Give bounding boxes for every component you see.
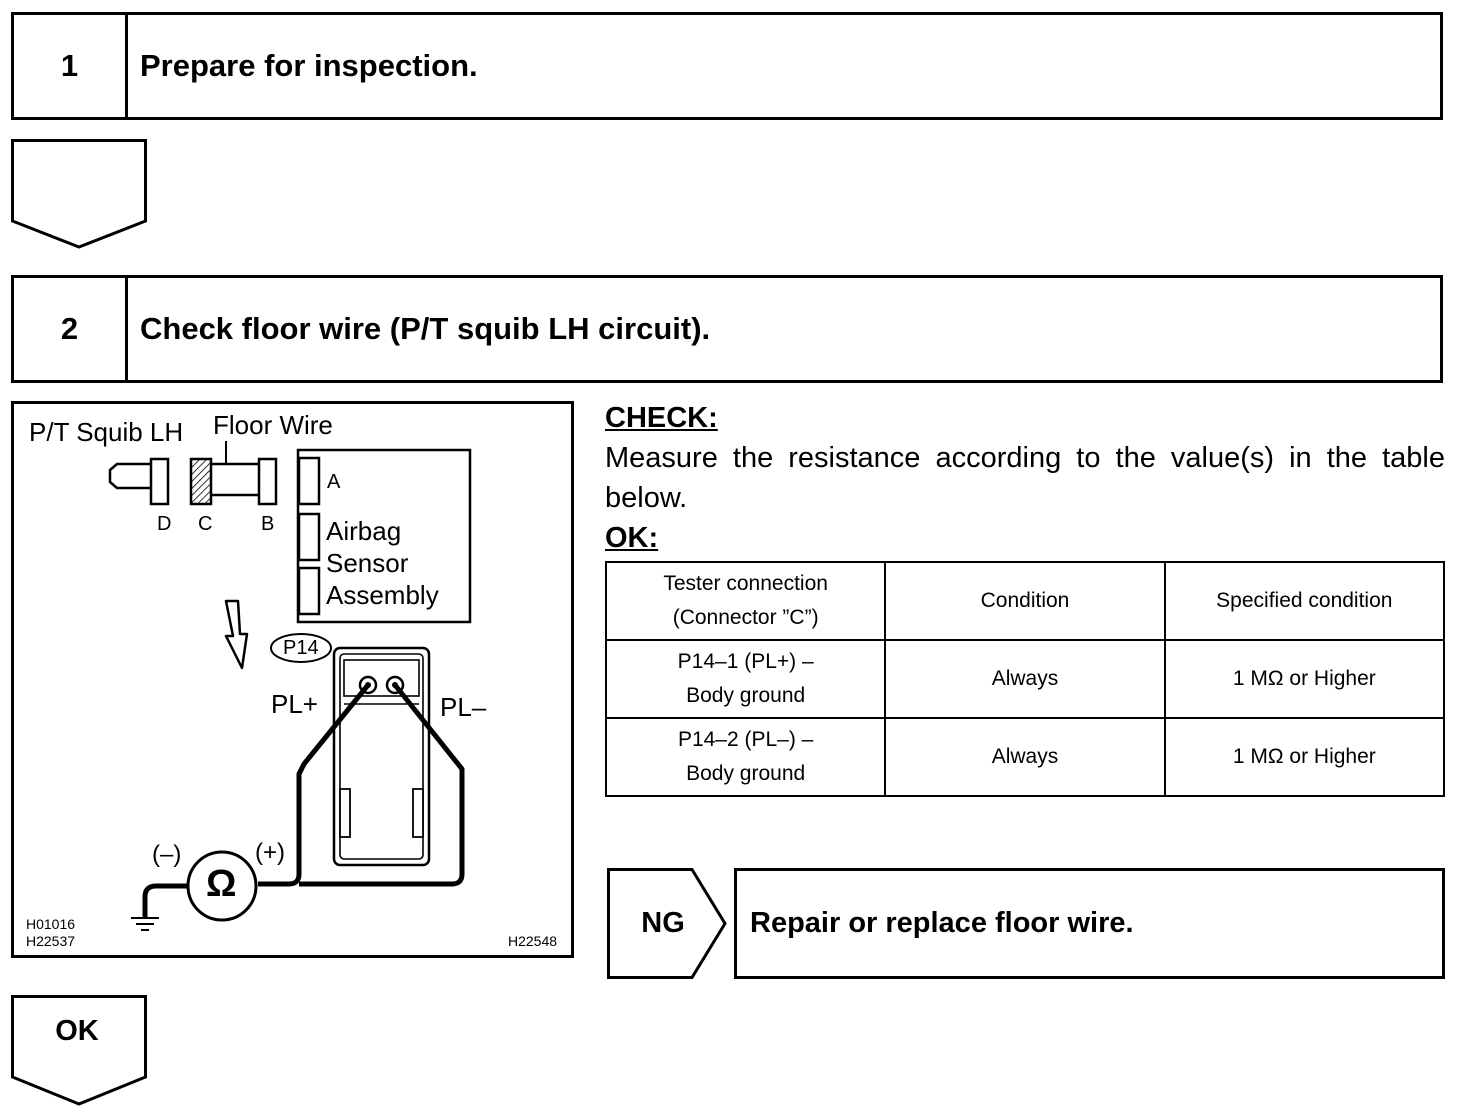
label-airbag: Airbag (326, 516, 402, 546)
ok-arrow: OK (11, 995, 148, 1107)
down-arrow-icon (11, 995, 147, 1106)
cell-specified: 1 MΩ or Higher (1163, 639, 1446, 719)
ok-label: OK (55, 1015, 99, 1047)
view-direction-arrow-icon (224, 599, 249, 670)
label-assembly: Assembly (326, 580, 439, 610)
figure-code-3: H22548 (508, 933, 558, 949)
header-tester-connection-line2: (Connector ”C”) (672, 606, 819, 629)
cell-connection-line2: Body ground (686, 762, 806, 785)
ng-action: Repair or replace floor wire. (734, 868, 1445, 979)
step-2-box: 2 Check floor wire (P/T squib LH circuit… (11, 275, 1443, 383)
header-tester-connection-line1: Tester connection (663, 572, 828, 595)
cell-connection-line1: P14–2 (PL–) – (677, 728, 814, 751)
connector-c (189, 457, 213, 506)
label-d: D (157, 513, 172, 535)
cell-connection-line1: P14–1 (PL+) – (677, 650, 814, 673)
figure-code-2: H22537 (26, 933, 76, 949)
cell-connection-line2: Body ground (686, 684, 806, 707)
resistance-spec-table: Tester connection (Connector ”C”) Condit… (604, 561, 1446, 797)
cell-condition: Always (884, 717, 1166, 797)
ohm-symbol: Ω (206, 863, 237, 905)
label-b: B (261, 513, 275, 535)
header-condition: Condition (884, 561, 1166, 641)
floor-wire-harness (211, 441, 278, 506)
wiring-diagram: P/T Squib LH Floor Wire A D C B Airbag S… (11, 401, 574, 958)
label-a: A (327, 471, 341, 493)
step-1-title: Prepare for inspection. (140, 48, 478, 83)
check-heading: CHECK: (605, 402, 718, 434)
ground-symbol-icon (131, 917, 159, 931)
header-tester-connection: Tester connection (Connector ”C”) (604, 561, 887, 641)
step-2-title: Check floor wire (P/T squib LH circuit). (140, 311, 711, 346)
figure-code-1: H01016 (26, 916, 76, 932)
label-pl-plus: PL+ (271, 689, 318, 719)
label-connector-p14: P14 (283, 637, 319, 659)
table-header-row: Tester connection (Connector ”C”) Condit… (604, 561, 1446, 641)
ground-lead (142, 883, 188, 917)
diagram-drawing (108, 441, 472, 931)
down-arrow-1 (11, 139, 148, 251)
connector-p14-body (332, 646, 431, 867)
step-1-box: 1 Prepare for inspection. (11, 12, 1443, 120)
label-c: C (198, 513, 213, 535)
label-sensor: Sensor (326, 548, 409, 578)
ok-heading: OK: (605, 522, 659, 554)
header-specified-condition: Specified condition (1163, 561, 1446, 641)
step-2-number: 2 (14, 278, 128, 380)
airbag-sensor-assembly (296, 448, 472, 624)
connector-d (108, 457, 170, 506)
label-meter-plus: (+) (255, 839, 285, 866)
test-lead-minus (299, 683, 465, 887)
label-pl-minus: PL– (440, 692, 487, 722)
check-section: CHECK: Measure the resistance according … (605, 398, 1445, 558)
step-1-number: 1 (14, 15, 128, 117)
label-meter-minus: (–) (152, 841, 182, 868)
label-floor-wire: Floor Wire (213, 410, 333, 440)
cell-connection: P14–2 (PL–) – Body ground (604, 717, 887, 797)
cell-connection: P14–1 (PL+) – Body ground (604, 639, 887, 719)
cell-condition: Always (884, 639, 1166, 719)
cell-specified: 1 MΩ or Higher (1163, 717, 1446, 797)
test-lead-plus (258, 683, 370, 887)
table-row: P14–1 (PL+) – Body ground Always 1 MΩ or… (604, 639, 1446, 719)
table-row: P14–2 (PL–) – Body ground Always 1 MΩ or… (604, 717, 1446, 797)
check-instruction: Measure the resistance according to the … (605, 442, 1445, 514)
ng-label: NG (641, 907, 685, 939)
right-arrow-icon (607, 868, 727, 979)
label-squib: P/T Squib LH (29, 417, 184, 447)
connector-id-ellipse (270, 633, 332, 663)
down-arrow-icon (11, 139, 147, 249)
ng-result: NG Repair or replace floor wire. (607, 868, 1445, 979)
